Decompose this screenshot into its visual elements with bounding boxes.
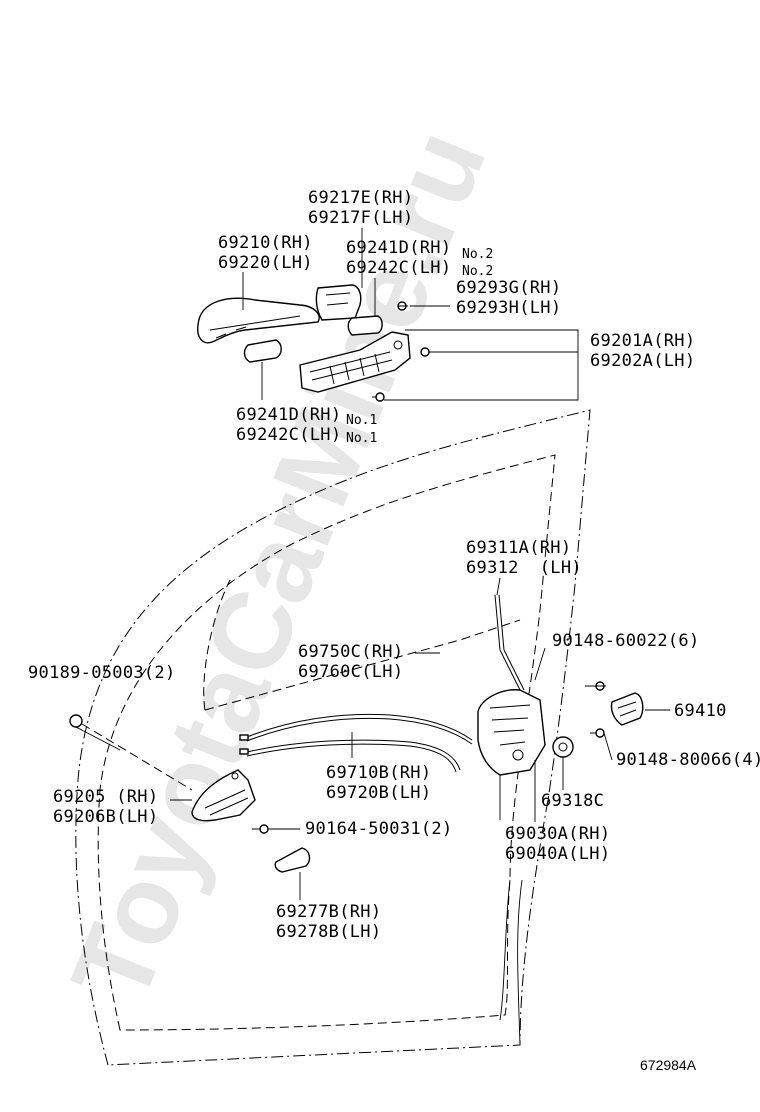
label-frame-rh: 69201A(RH) — [590, 331, 695, 351]
pad-no2[interactable] — [347, 315, 383, 336]
label-cable-lower-rh: 69710B(RH) — [326, 763, 431, 783]
striker[interactable] — [610, 692, 644, 726]
label-inside-handle-rh: 69205 (RH) — [53, 787, 158, 807]
lock-rod[interactable] — [494, 594, 525, 691]
label-hood-rh: 69217E(RH) — [308, 188, 413, 208]
label-frame-lh: 69202A(LH) — [590, 351, 695, 371]
label-handle-rh: 69210(RH) — [218, 233, 313, 253]
label-rod-rh: 69311A(RH) — [466, 538, 571, 558]
label-hood-lh: 69217F(LH) — [308, 208, 413, 228]
inside-handle-clip[interactable] — [69, 714, 83, 728]
door-outline — [75, 409, 591, 1066]
label-pad-no1-lh: 69242C(LH) — [236, 425, 341, 445]
cable-upper[interactable] — [239, 713, 473, 745]
label-no1-a: No.1 — [346, 413, 377, 428]
label-screw-50031: 90164-50031(2) — [305, 819, 453, 839]
cable-lower[interactable] — [239, 739, 461, 773]
lock-washer[interactable] — [552, 736, 574, 758]
outside-handle[interactable] — [197, 297, 320, 344]
label-cable-upper-lh: 69760C(LH) — [298, 662, 403, 682]
pad-no1[interactable] — [243, 339, 282, 363]
label-pad-no1-rh: 69241D(RH) — [236, 405, 341, 425]
frame-screw-upper[interactable] — [420, 347, 436, 357]
inside-handle-screw[interactable] — [252, 824, 269, 834]
label-handle-lh: 69220(LH) — [218, 253, 313, 273]
handle-frame[interactable] — [299, 331, 411, 393]
label-bezel-lh: 69278B(LH) — [276, 922, 381, 942]
figure-number: 672984A — [640, 1057, 697, 1073]
spring-part[interactable] — [397, 301, 408, 311]
label-lock-lh: 69040A(LH) — [505, 844, 610, 864]
label-inside-handle-lh: 69206B(LH) — [53, 807, 158, 827]
frame-screw-lower[interactable] — [372, 392, 385, 402]
label-bezel-rh: 69277B(RH) — [276, 902, 381, 922]
label-pad-no2-rh: 69241D(RH) — [346, 238, 451, 258]
label-cable-lower-lh: 69720B(LH) — [326, 783, 431, 803]
label-rod-lh: 69312 (LH) — [466, 558, 582, 578]
callout-labels: 69217E(RH) 69217F(LH) 69210(RH) 69220(LH… — [28, 188, 760, 1073]
door-lock[interactable] — [477, 689, 546, 776]
label-cable-upper-rh: 69750C(RH) — [298, 642, 403, 662]
label-pad-no2-lh: 69242C(LH) — [346, 258, 451, 278]
inside-handle[interactable] — [191, 769, 256, 822]
label-screw-60022: 90148-60022(6) — [552, 631, 700, 651]
label-spring-lh: 69293H(LH) — [456, 298, 561, 318]
label-no2-b: No.2 — [462, 264, 493, 279]
striker-screw-lower[interactable] — [590, 728, 605, 738]
leader-lines — [75, 228, 670, 900]
handle-hood[interactable] — [315, 284, 362, 321]
label-striker: 69410 — [674, 701, 727, 721]
label-no1-b: No.1 — [346, 431, 377, 446]
inside-handle-bezel[interactable] — [274, 847, 311, 873]
label-lock-rh: 69030A(RH) — [505, 824, 610, 844]
label-screw-05003: 90189-05003(2) — [28, 663, 176, 683]
label-spring-rh: 69293G(RH) — [456, 278, 561, 298]
label-no2-a: No.2 — [462, 247, 493, 262]
label-washer: 69318C — [541, 791, 604, 811]
label-screw-80066: 90148-80066(4) — [616, 750, 760, 770]
